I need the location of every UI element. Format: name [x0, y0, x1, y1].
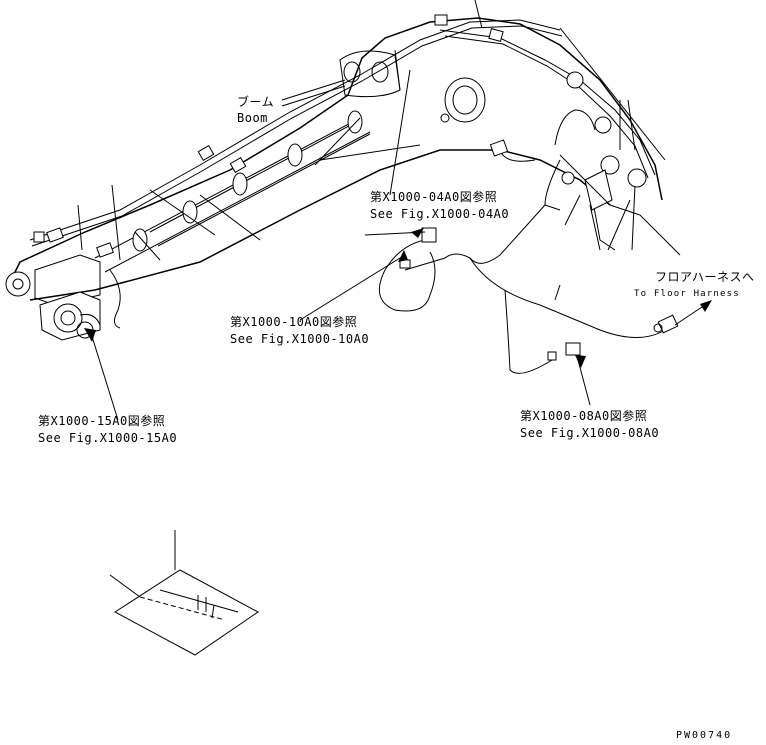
ref-04-ja: 第X1000-04A0図参照: [370, 189, 497, 204]
ref-04-en: See Fig.X1000-04A0: [370, 207, 509, 221]
ref-08-ja: 第X1000-08A0図参照: [520, 408, 647, 423]
ref-10-ja: 第X1000-10A0図参照: [230, 314, 357, 329]
drawing-code: PW00740: [676, 730, 732, 740]
boom-label-en: Boom: [237, 111, 268, 125]
boom-label-ja: ブーム: [237, 94, 274, 109]
boom-harness-upper: [29, 14, 656, 329]
inset-label-plate: [109, 530, 259, 656]
floor-harness-ja: フロアハーネスへ: [655, 270, 755, 284]
ref-10-en: See Fig.X1000-10A0: [230, 332, 369, 346]
floor-harness-en: To Floor Harness: [634, 289, 740, 299]
leader-lines: [77, 0, 712, 421]
ref-15-ja: 第X1000-15A0図参照: [38, 413, 165, 428]
floor-harness-route: [378, 109, 679, 374]
cylinder-bands: [132, 110, 363, 252]
boom-body: [5, 17, 681, 341]
ref-15-en: See Fig.X1000-15A0: [38, 431, 177, 445]
text-labels: ブーム Boom 第X1000-04A0図参照 See Fig.X1000-04…: [38, 94, 755, 741]
ref-08-en: See Fig.X1000-08A0: [520, 426, 659, 440]
